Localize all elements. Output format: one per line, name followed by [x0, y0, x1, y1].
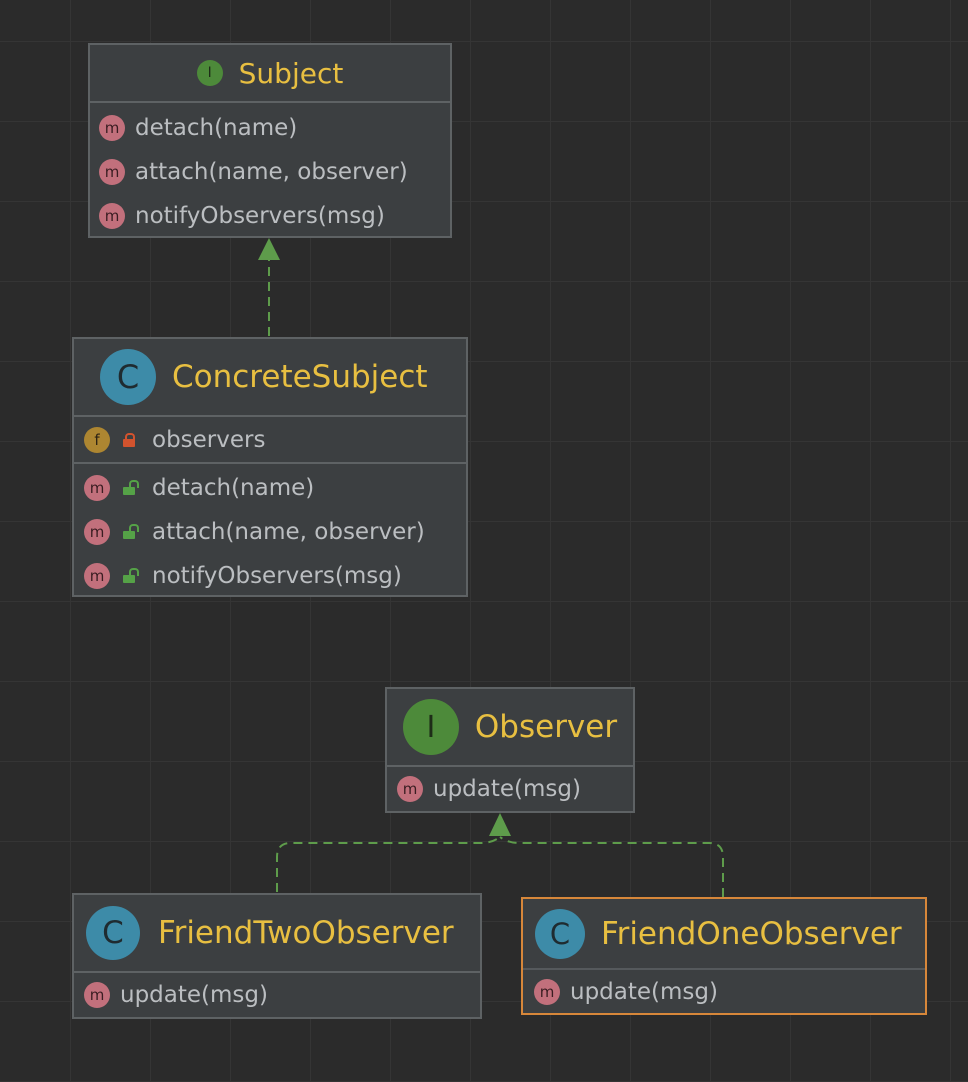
subject-method-notifyobservers[interactable]: m notifyObservers(msg)	[90, 194, 450, 238]
method-label: detach(name)	[152, 475, 315, 501]
realization-arrowhead-subject	[258, 238, 280, 260]
public-lock-icon	[122, 480, 139, 495]
method-icon: m	[84, 563, 110, 589]
interface-icon: I	[196, 60, 223, 86]
observer-header: I Observer	[387, 689, 633, 767]
class-icon: C	[86, 906, 140, 960]
concretesubject-method-detach[interactable]: m detach(name)	[74, 466, 466, 510]
friendtwoobserver-header: C FriendTwoObserver	[74, 895, 480, 973]
method-icon: m	[84, 475, 110, 501]
field-label: observers	[152, 427, 266, 453]
method-label: update(msg)	[120, 982, 268, 1008]
class-icon: C	[535, 908, 585, 959]
subject-interface-node[interactable]: I Subject m detach(name) m attach(name, …	[88, 43, 452, 238]
friendtwoobserver-class-node[interactable]: C FriendTwoObserver m update(msg)	[72, 893, 482, 1019]
concretesubject-header: C ConcreteSubject	[74, 339, 466, 417]
method-icon: m	[84, 519, 110, 545]
private-lock-icon	[122, 433, 136, 447]
concretesubject-method-notifyobservers[interactable]: m notifyObservers(msg)	[74, 554, 466, 598]
method-icon: m	[99, 115, 125, 141]
method-label: attach(name, observer)	[152, 519, 425, 545]
friendoneobserver-header: C FriendOneObserver	[523, 899, 925, 970]
friendtwoobserver-title: FriendTwoObserver	[158, 915, 454, 951]
method-label: update(msg)	[570, 978, 718, 1005]
method-icon: m	[99, 159, 125, 185]
subject-method-detach[interactable]: m detach(name)	[90, 106, 450, 150]
friendoneobserver-title: FriendOneObserver	[601, 915, 902, 952]
friendoneobserver-method-update[interactable]: m update(msg)	[523, 970, 925, 1013]
subject-title: Subject	[238, 56, 344, 90]
class-icon: C	[100, 349, 156, 405]
public-lock-icon	[122, 524, 139, 539]
method-label: attach(name, observer)	[135, 159, 408, 185]
observer-method-update[interactable]: m update(msg)	[387, 767, 633, 811]
friendoneobserver-class-node[interactable]: C FriendOneObserver m update(msg)	[521, 897, 927, 1015]
public-lock-icon	[122, 568, 139, 583]
friendtwoobserver-method-update[interactable]: m update(msg)	[74, 973, 480, 1017]
method-icon: m	[99, 203, 125, 229]
realization-edge-friendone-observer[interactable]	[499, 836, 724, 897]
method-label: detach(name)	[135, 115, 298, 141]
interface-icon: I	[402, 699, 459, 755]
concretesubject-class-node[interactable]: C ConcreteSubject f observers m detach(n…	[72, 337, 468, 597]
realization-arrowhead-observer	[489, 813, 511, 836]
method-icon: m	[397, 776, 423, 802]
concretesubject-method-attach[interactable]: m attach(name, observer)	[74, 510, 466, 554]
method-icon: m	[84, 982, 110, 1008]
concretesubject-field-observers[interactable]: f observers	[74, 418, 466, 462]
method-label: notifyObservers(msg)	[152, 563, 402, 589]
subject-method-attach[interactable]: m attach(name, observer)	[90, 150, 450, 194]
field-icon: f	[84, 427, 110, 453]
concretesubject-title: ConcreteSubject	[172, 359, 428, 395]
realization-edge-friendtwo-observer[interactable]	[276, 836, 501, 892]
observer-title: Observer	[474, 709, 618, 745]
subject-header: I Subject	[90, 45, 450, 103]
method-label: notifyObservers(msg)	[135, 203, 385, 229]
members-divider	[74, 462, 466, 464]
observer-interface-node[interactable]: I Observer m update(msg)	[385, 687, 635, 813]
method-icon: m	[534, 978, 560, 1005]
method-label: update(msg)	[433, 776, 581, 802]
